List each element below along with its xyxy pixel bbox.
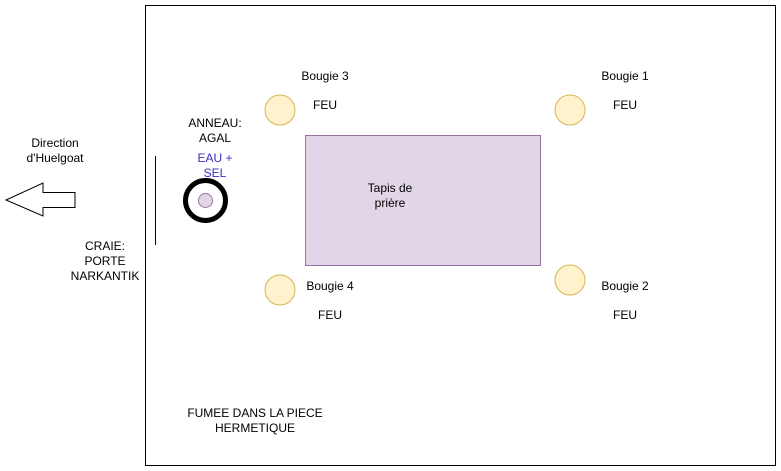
candle-element-label: FEU	[318, 308, 342, 322]
candle-element-label: FEU	[613, 98, 637, 112]
smoke-label: FUMEE DANS LA PIECE HERMETIQUE	[187, 406, 323, 435]
candle-element-label: FEU	[613, 308, 637, 322]
left-arrow-icon	[4, 182, 76, 217]
prayer-mat-label: Tapis de prière	[367, 181, 413, 210]
candle-icon	[264, 94, 296, 126]
ring-center	[198, 193, 213, 208]
candle-name-label: Bougie 4	[306, 279, 354, 293]
direction-label: Direction d'Huelgoat	[26, 136, 84, 165]
candle-element-label: FEU	[313, 98, 337, 112]
candle-icon	[264, 274, 296, 306]
prayer-mat	[305, 135, 541, 266]
candle-name-label: Bougie 3	[301, 69, 349, 83]
candle-icon	[554, 264, 586, 296]
candle-name-label: Bougie 2	[601, 279, 649, 293]
candle-name-label: Bougie 1	[601, 69, 649, 83]
chalk-door-label: CRAIE: PORTE NARKANTIK	[70, 239, 140, 283]
ring-label: ANNEAU: AGAL	[188, 116, 242, 145]
candle-icon	[554, 94, 586, 126]
water-salt-label: EAU + SEL	[197, 151, 233, 180]
